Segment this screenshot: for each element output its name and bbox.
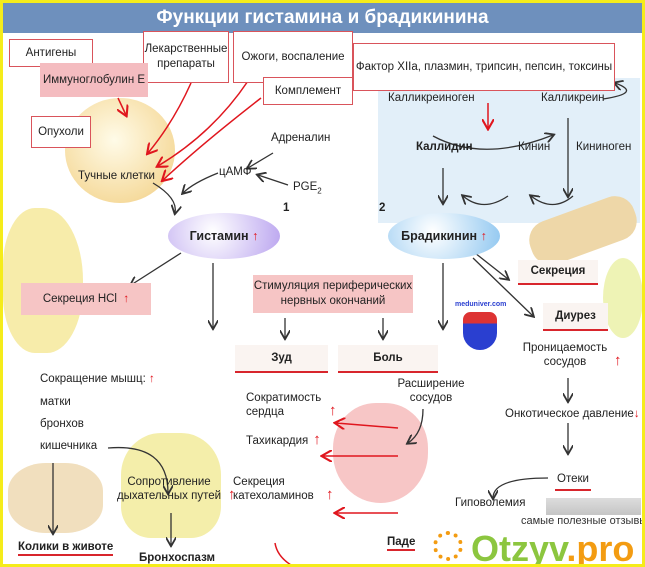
arrow-up-icon: ↑ — [313, 431, 321, 448]
trigger-ige: Иммуноглобулин E — [40, 63, 148, 97]
page-title: Функции гистамина и брадикинина — [3, 3, 642, 33]
brand-tld: .pro — [566, 528, 635, 567]
watermark: самые полезные отзывы Otzyv.pro — [431, 515, 645, 567]
kallidin-label: Каллидин — [416, 141, 473, 153]
bronchospasm-label: Бронхоспазм — [121, 551, 233, 564]
vasodilation-label: Расширение сосудов — [397, 378, 465, 405]
kallikrein-label: Калликреин — [541, 92, 605, 104]
arrow-up-icon: ↑ — [480, 229, 487, 243]
muscle-label: Сокращение мышц: ↑ — [40, 372, 155, 386]
muscle-text: Сокращение мышц: — [40, 373, 146, 385]
intestine-label: кишечника — [40, 440, 98, 452]
edema-label: Отеки — [555, 473, 591, 491]
number-two: 2 — [379, 202, 386, 214]
tachycardia-label: Тахикардия — [246, 435, 309, 448]
watermark-tagline: самые полезные отзывы — [521, 515, 645, 527]
effect-stimulation: Стимуляция периферических нервных оконча… — [253, 275, 413, 313]
tachycardia-group: Тахикардия ↑ — [246, 431, 321, 449]
permeability-group: Проницаемость сосудов ↑ — [521, 341, 622, 370]
hcl-label: Секреция HCl — [42, 292, 117, 305]
adrenaline-label: Адреналин — [271, 132, 331, 144]
pge-subscript: 2 — [317, 186, 322, 196]
arrow-up-icon: ↑ — [329, 402, 337, 420]
catecholamines-label: Секреция катехоламинов — [233, 476, 314, 503]
catecholamines-group: Секреция катехоламинов ↑ — [233, 475, 334, 504]
arrow-up-icon: ↑ — [614, 352, 622, 370]
trigger-complement: Комплемент — [263, 77, 353, 105]
bradykinin-node: Брадикинин ↑ — [388, 213, 500, 259]
effect-secretion: Секреция — [518, 260, 598, 285]
effect-pain: Боль — [338, 345, 438, 373]
arrow-down-icon: ↓ — [633, 408, 640, 420]
pge-label: PGE2 — [293, 180, 322, 196]
uterus-label: матки — [40, 396, 71, 408]
histamine-label: Гистамин — [189, 229, 249, 243]
arrows — [3, 3, 628, 564]
bradykinin-label: Брадикинин — [401, 229, 478, 243]
arrow-up-icon: ↑ — [228, 486, 236, 504]
pressure-drop-label: Паде — [387, 535, 416, 552]
meduniver-logo: meduniver.com — [455, 301, 507, 353]
arrow-up-icon: ↑ — [149, 373, 155, 385]
arrow-up-icon: ↑ — [123, 292, 130, 305]
permeability-label: Проницаемость сосудов — [522, 342, 608, 369]
intestine-illustration — [8, 463, 103, 533]
effect-itch: Зуд — [235, 345, 328, 373]
trigger-factors: Фактор XIIa, плазмин, трипсин, пепсин, т… — [353, 43, 615, 91]
kallikreinogen-label: Калликреиноген — [388, 92, 475, 104]
bronchi-label: бронхов — [40, 418, 84, 430]
kinin-label: Кинин — [518, 141, 551, 153]
oncotic-text: Онкотическое давление — [505, 408, 634, 420]
kinin-system-region — [378, 78, 640, 223]
airway-label: Сопротивление дыхательных путей — [116, 476, 222, 503]
logo-text: meduniver.com — [455, 301, 507, 308]
stomach-illustration — [3, 208, 83, 353]
effect-diuresis: Диурез — [543, 303, 608, 331]
heart-illustration — [333, 403, 428, 503]
trigger-drugs: Лекарственные препараты — [143, 31, 229, 83]
airway-group: Сопротивление дыхательных путей ↑ — [115, 475, 236, 504]
kininogen-label: Кининоген — [576, 141, 632, 153]
contractility-label: Сократимость сердца — [246, 392, 322, 419]
trigger-burns: Ожоги, воспаление — [233, 31, 353, 83]
contractility-group: Сократимость сердца ↑ — [246, 391, 337, 420]
hypovolemia-label: Гиповолемия — [455, 497, 526, 509]
kidney-illustration — [603, 258, 642, 338]
effect-hcl: Секреция HCl ↑ — [21, 283, 151, 315]
pge-text: PGE — [293, 181, 318, 193]
histamine-node: Гистамин ↑ — [168, 213, 280, 259]
oncotic-label: Онкотическое давление↓ — [505, 407, 640, 421]
colic-label: Колики в животе — [18, 540, 114, 557]
arrow-up-icon: ↑ — [252, 229, 259, 243]
mast-cells-label: Тучные клетки — [78, 170, 155, 182]
watermark-brand: Otzyv.pro — [471, 528, 635, 567]
number-one: 1 — [283, 202, 290, 214]
brand-main: Otzyv — [471, 528, 567, 567]
camp-label: цАМФ — [219, 166, 252, 178]
trigger-tumors: Опухоли — [31, 116, 91, 148]
arrow-up-icon: ↑ — [326, 486, 334, 504]
watermark-logo-icon — [433, 531, 463, 561]
